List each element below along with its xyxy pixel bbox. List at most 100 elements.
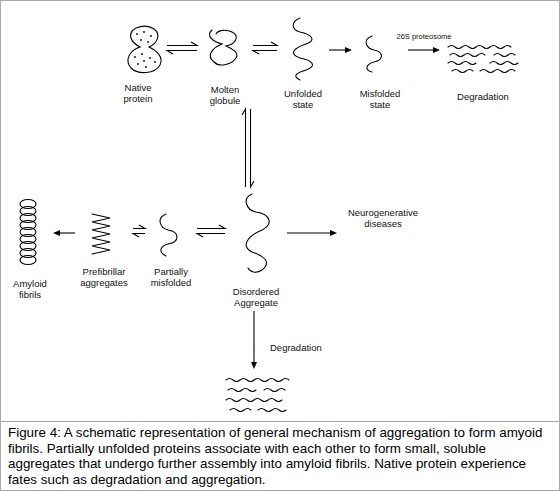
state-label: Neurogenerative diseases (340, 207, 426, 229)
arrow-head (345, 47, 352, 53)
protein-state: Degradation (222, 372, 294, 414)
peptide-fragment (226, 379, 289, 382)
dot (140, 39, 142, 41)
dot (143, 60, 145, 62)
arrow-head (53, 230, 60, 236)
fibril-coil (20, 242, 36, 251)
dot (137, 63, 139, 65)
state-label: Partially misfolded (148, 266, 194, 288)
caption-divider (0, 421, 560, 422)
state-label: Degradation (270, 342, 340, 353)
protein-drawings (20, 18, 518, 412)
reaction-arrow (53, 230, 75, 236)
fibril-coil (20, 228, 36, 237)
fibril-coil (20, 249, 36, 258)
equilibrium-arrow (253, 42, 277, 54)
equilibrium-arrow (197, 225, 225, 237)
protein-state: Amyloid fibrils (10, 196, 50, 300)
protein-state: Misfolded state (355, 30, 405, 110)
peptide-fragment (448, 62, 518, 65)
equilibrium-arrow (167, 42, 197, 54)
arrow-shaft (58, 232, 75, 233)
reverse-harpoon (197, 225, 225, 229)
fibril-coil (20, 200, 36, 209)
unfolded-shape (293, 18, 312, 80)
forward-harpoon (197, 234, 225, 238)
reverse-harpoon (167, 51, 197, 55)
partially-misfolded-shape (160, 214, 177, 256)
arrow-shaft (287, 232, 332, 233)
protein-state: Molten globule (200, 26, 250, 106)
reaction-arrow (408, 47, 440, 53)
amyloid-fibril-coils (20, 200, 36, 265)
protein-dots (134, 31, 156, 68)
fibril-coil (20, 235, 36, 244)
arrow-head (330, 230, 337, 236)
fibril-coil (20, 214, 36, 223)
reverse-harpoon (133, 225, 145, 229)
fibril-coil (20, 256, 36, 265)
protein-state: Disordered Aggregate (228, 190, 284, 308)
molten-globule-shape (209, 30, 236, 65)
dot (149, 57, 151, 59)
degraded-peptides-bottom (226, 379, 289, 412)
peptide-fragment (448, 46, 511, 49)
state-label: Degradation (443, 91, 523, 102)
state-label: Prefibrillar aggregates (78, 266, 130, 288)
fibril-coil (20, 221, 36, 230)
protein-state: Neurogenerative diseases (340, 204, 426, 232)
state-label: Native protein (113, 82, 163, 104)
reaction-arrow (287, 230, 337, 236)
peptide-fragment (452, 70, 515, 73)
equilibrium-arrow (133, 225, 145, 237)
misfolded-shape (366, 36, 381, 72)
dot (136, 33, 138, 35)
dot (141, 53, 143, 55)
reverse-harpoon (242, 109, 246, 187)
dot (150, 35, 152, 37)
dot (145, 66, 147, 68)
native-protein-shape (128, 26, 161, 72)
state-label: Amyloid fibrils (10, 278, 50, 300)
equilibrium-arrow (242, 109, 254, 187)
protein-state: Partially misfolded (148, 210, 194, 288)
figure-caption: Figure 4: A schematic representation of … (8, 425, 552, 487)
state-label: Disordered Aggregate (228, 286, 284, 308)
dot (154, 61, 156, 63)
fibril-coil (20, 207, 36, 216)
arrow-shaft (408, 49, 435, 50)
forward-harpoon (253, 42, 277, 46)
protein-state: Degradation (443, 40, 523, 102)
disordered-aggregate-shape (246, 194, 269, 272)
peptide-fragment (230, 409, 286, 412)
peptide-fragment (228, 389, 285, 392)
arrow-head (433, 47, 440, 53)
dot (134, 56, 136, 58)
dot (147, 41, 149, 43)
protein-state: Unfolded state (280, 16, 326, 110)
peptide-fragment (450, 54, 515, 57)
protein-state: Prefibrillar aggregates (78, 210, 130, 288)
state-label: Misfolded state (355, 88, 405, 110)
peptide-fragment (226, 399, 282, 402)
reaction-arrow (251, 311, 257, 369)
arrow-shaft (253, 311, 254, 364)
degraded-peptides-top (448, 46, 518, 73)
arrow-head (251, 362, 257, 369)
reverse-harpoon (253, 51, 277, 55)
state-label: Unfolded state (280, 88, 326, 110)
protein-state: Native protein (112, 26, 164, 104)
forward-harpoon (167, 42, 197, 46)
reaction-arrow (329, 47, 352, 53)
prefibrillar-shape (92, 214, 110, 254)
arrow-label: 26S proteosome (397, 32, 452, 41)
forward-harpoon (251, 109, 255, 187)
forward-harpoon (133, 234, 145, 238)
arrow-shaft (329, 49, 347, 50)
state-label: Molten globule (202, 84, 248, 106)
dot (143, 31, 145, 33)
